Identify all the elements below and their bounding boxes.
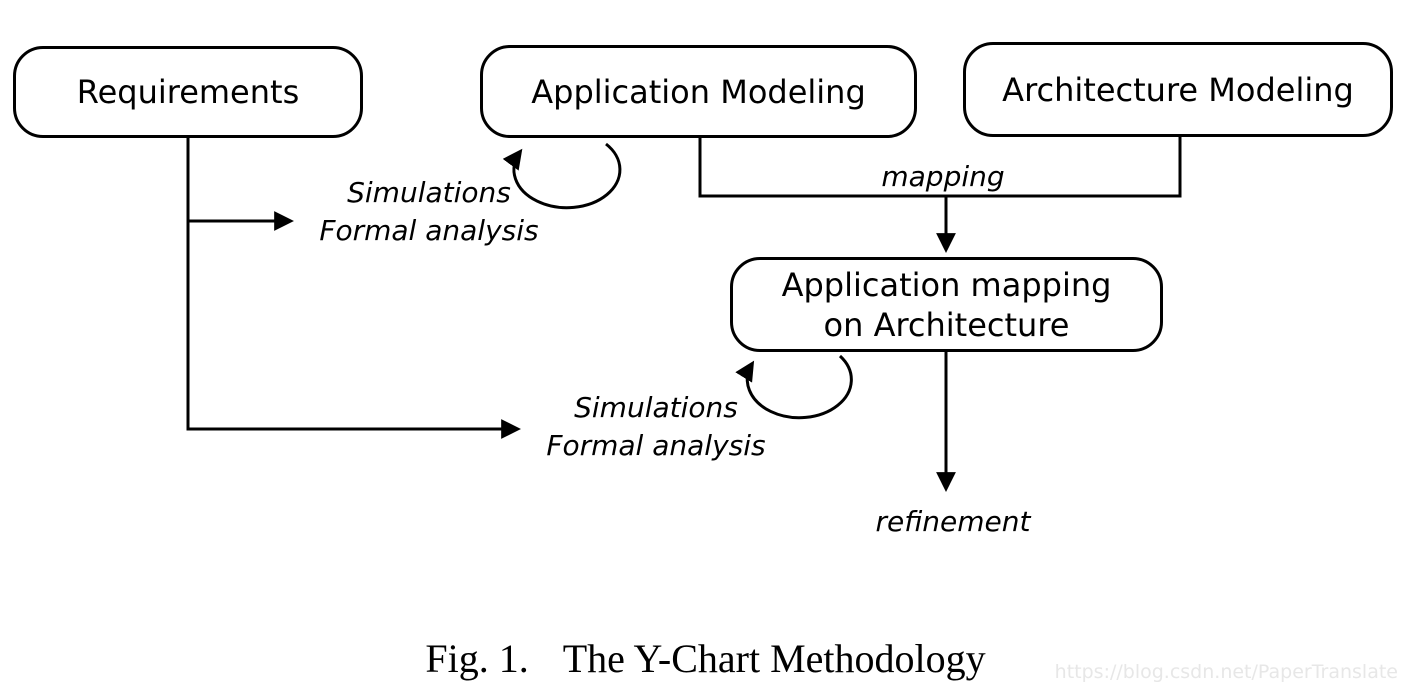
application-mapping-node: Application mapping on Architecture (730, 257, 1163, 352)
figure-caption-number: Fig. 1. (425, 636, 529, 681)
upper-feedback-label-line2: Formal analysis (319, 214, 539, 247)
figure-caption-title: The Y-Chart Methodology (562, 636, 986, 681)
lower-feedback-label-line2: Formal analysis (546, 429, 766, 462)
application-mapping-label-line1: Application mapping (781, 265, 1112, 304)
upper-feedback-label: Simulations Formal analysis (279, 174, 579, 250)
refinement-edge-label: refinement (875, 505, 1031, 538)
architecture-modeling-label: Architecture Modeling (1002, 70, 1354, 109)
lower-feedback-label-line1: Simulations (574, 391, 738, 424)
upper-feedback-label-line1: Simulations (347, 176, 511, 209)
mapping-connector-line (698, 137, 1182, 198)
application-mapping-label-line2: on Architecture (823, 305, 1070, 344)
watermark-text: https://blog.csdn.net/PaperTranslate (1054, 661, 1398, 683)
mapping-edge-label: mapping (881, 160, 1005, 193)
lower-feedback-label: Simulations Formal analysis (506, 389, 806, 465)
application-modeling-label: Application Modeling (531, 72, 866, 111)
architecture-modeling-node: Architecture Modeling (963, 42, 1393, 137)
mapping-feedback-loop-arrow (735, 354, 853, 420)
requirements-label: Requirements (76, 73, 300, 111)
application-modeling-node: Application Modeling (480, 45, 917, 138)
requirements-to-mapping-arrow (186, 138, 521, 439)
application-feedback-loop-arrow (502, 142, 622, 210)
figure-caption: Fig. 1. The Y-Chart Methodology (0, 635, 1411, 682)
requirements-node: Requirements (13, 46, 363, 138)
